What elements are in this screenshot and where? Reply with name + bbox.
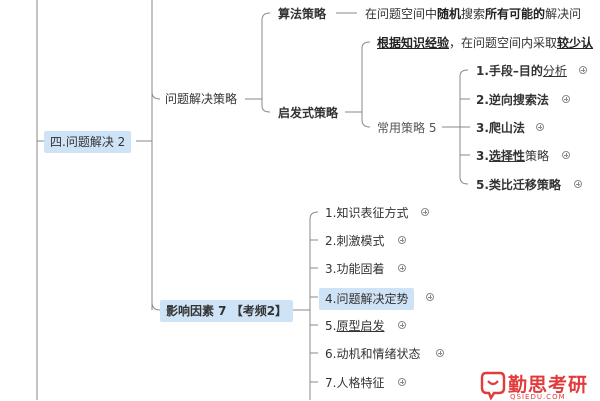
common-item-3[interactable]: 3.爬山法 <box>476 121 525 135</box>
to-common <box>361 119 371 128</box>
brand-logo-icon <box>480 371 506 400</box>
common-item-1-underlined: 分析 <box>542 64 567 78</box>
factor-item-5[interactable]: 5.原型启发 <box>325 317 384 335</box>
algorithm-description: 在问题空间中随机搜索所有可能的解决问 <box>365 5 581 23</box>
node-heuristic-strategy[interactable]: 启发式策略 <box>278 106 339 120</box>
spine2-to-strategy <box>151 91 161 100</box>
expand-plus-icon[interactable] <box>562 95 570 103</box>
factor-item-7[interactable]: 7.人格特征 <box>325 376 385 390</box>
brand-logo-cn: 勤思考研 <box>508 374 589 396</box>
expand-plus-icon[interactable] <box>398 321 406 329</box>
algorithm-desc-part: 搜索 <box>461 7 486 21</box>
algorithm-desc-emph: 随机 <box>437 7 462 21</box>
common-item-1-line <box>459 69 469 77</box>
common-item-2[interactable]: 2.逆向搜索法 <box>476 93 549 107</box>
algorithm-desc-part: 在问题空间中 <box>365 7 438 21</box>
factor-item-5-prefix: 5. <box>325 319 337 333</box>
common-item-1-text: 1.手段–目的 <box>476 64 543 78</box>
expand-plus-icon[interactable] <box>562 151 570 159</box>
node-problem-solving-strategy[interactable]: 问题解决策略 <box>165 92 238 106</box>
common-item-4-prefix: 3. <box>476 149 489 163</box>
factor-item-3[interactable]: 3.功能固着 <box>325 262 385 276</box>
expand-plus-icon[interactable] <box>398 236 406 244</box>
common-item-4-suffix: 策略 <box>524 149 549 163</box>
to-heuristic <box>261 105 271 113</box>
node-influencing-factors[interactable]: 影响因素 7 【考频2】 <box>160 300 294 322</box>
factor-1-line <box>309 211 319 220</box>
heuristic-desc-emph: 根据知识经验 <box>377 36 450 50</box>
node-problem-solving[interactable]: 四.问题解决 2 <box>44 131 132 153</box>
brand-logo: 勤思考研 QSIEDU.COM <box>480 370 600 401</box>
expand-plus-icon[interactable] <box>574 180 582 188</box>
node-algorithm-strategy[interactable]: 算法策略 <box>278 7 327 21</box>
heuristic-description: 根据知识经验，在问题空间内采取较少认 <box>377 34 593 52</box>
expand-plus-icon[interactable] <box>398 378 406 386</box>
node-common-strategies[interactable]: 常用策略 5 <box>377 121 437 135</box>
factor-item-6[interactable]: 6.动机和情绪状态 <box>325 347 421 361</box>
expand-plus-icon[interactable] <box>579 66 587 74</box>
expand-plus-icon[interactable] <box>421 208 429 216</box>
common-item-4-underlined: 选择性 <box>488 149 525 163</box>
brand-logo-en: QSIEDU.COM <box>510 393 566 401</box>
factor-item-2[interactable]: 2.刺激模式 <box>325 234 385 248</box>
common-item-5[interactable]: 5.类比迁移策略 <box>476 178 561 192</box>
common-item-5-line <box>459 176 469 185</box>
expand-plus-icon[interactable] <box>436 349 444 357</box>
expand-plus-icon[interactable] <box>398 264 406 272</box>
common-item-1[interactable]: 1.手段–目的分析 <box>476 62 567 80</box>
expand-plus-icon[interactable] <box>536 123 544 131</box>
algorithm-desc-part: 解决问 <box>545 7 582 21</box>
factor-item-5-underlined: 原型启发 <box>336 319 385 333</box>
to-heuristic-desc <box>361 41 371 49</box>
algorithm-desc-emph: 所有可能的 <box>485 7 546 21</box>
factor-item-1[interactable]: 1.知识表征方式 <box>325 206 409 220</box>
heuristic-desc-emph: 较少认 <box>557 36 594 50</box>
spine2-to-factors <box>151 301 161 311</box>
to-algorithm <box>261 12 271 21</box>
expand-plus-icon[interactable] <box>426 293 434 301</box>
factor-item-4[interactable]: 4.问题解决定势 <box>319 288 415 310</box>
common-item-4[interactable]: 3.选择性策略 <box>476 147 549 165</box>
heuristic-desc-part: ，在问题空间内采取 <box>449 36 558 50</box>
